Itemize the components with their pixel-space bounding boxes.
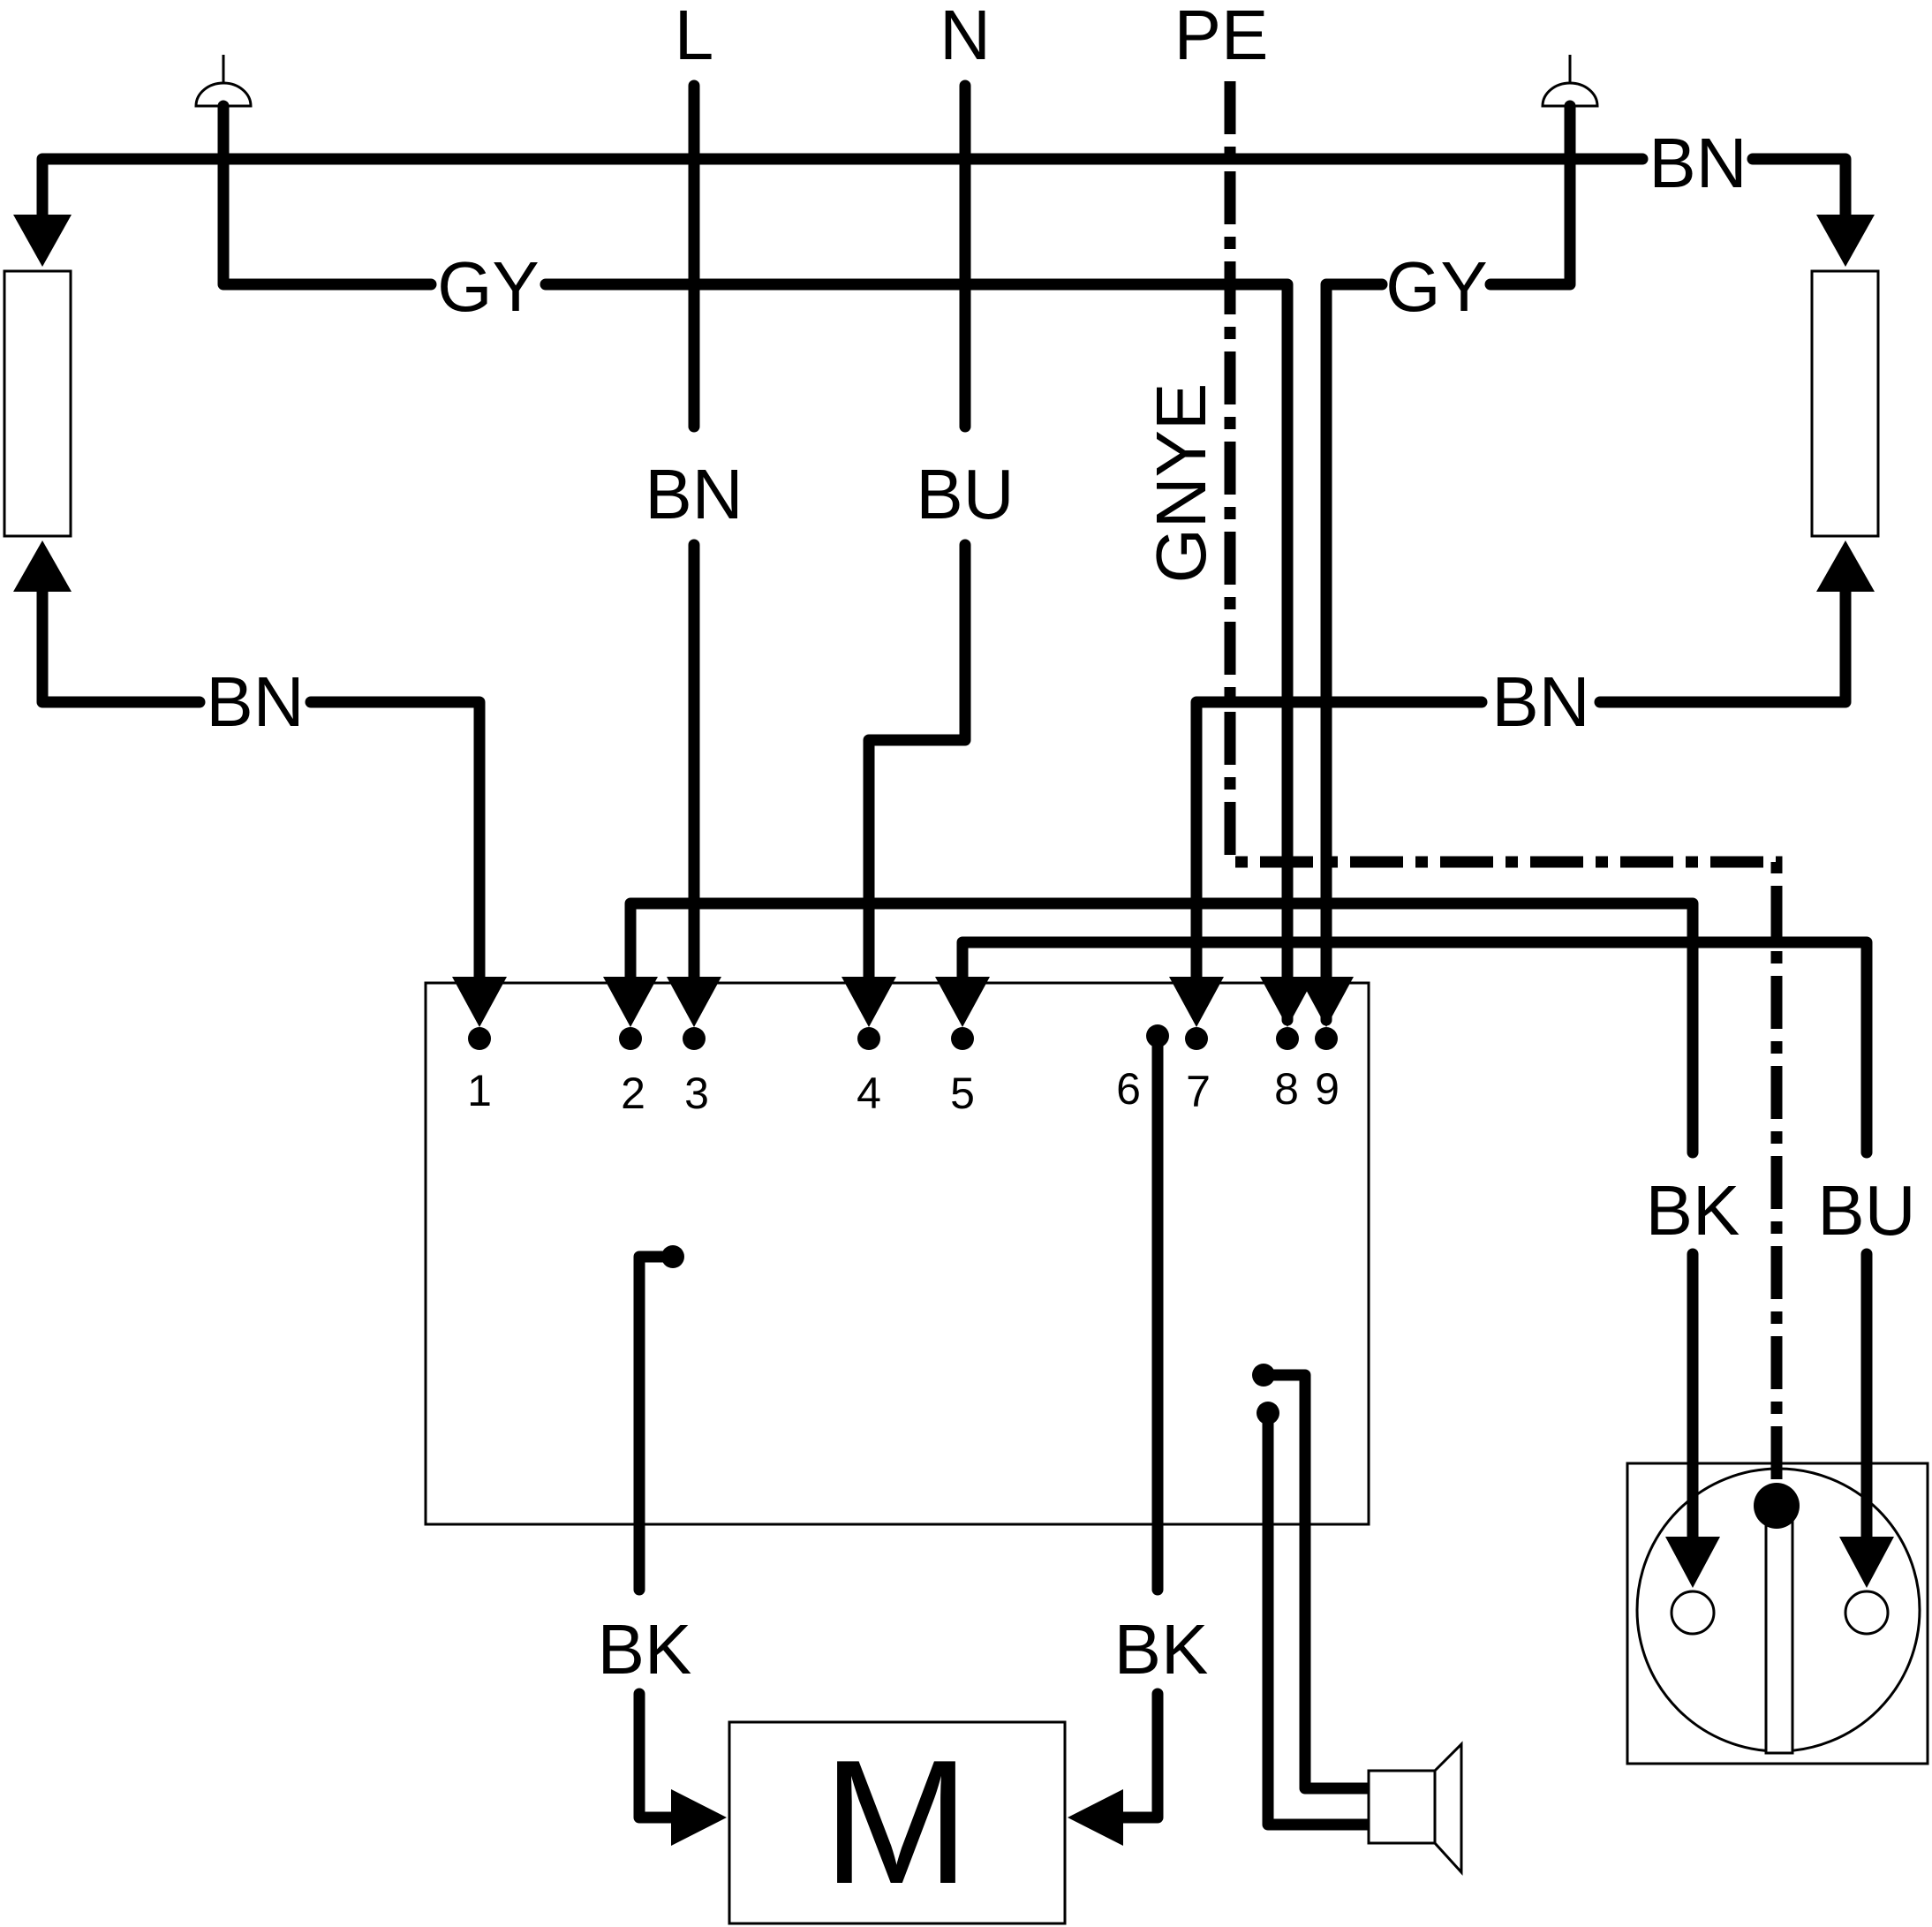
terminal-6: 6 <box>1116 1064 1141 1114</box>
label-bk-motor-left: BK <box>598 1610 692 1689</box>
wire-bn-top-bus <box>36 153 1649 229</box>
buzzer-icon <box>1367 1741 1463 1876</box>
label-bn-left: BN <box>206 662 304 741</box>
label-bk-socket: BK <box>1646 1171 1740 1250</box>
terminal-1: 1 <box>467 1066 492 1115</box>
wire-bn-right-to-7 <box>1190 696 1488 986</box>
label-gnye: GNYE <box>1142 383 1220 584</box>
ground-symbol-left <box>194 55 253 108</box>
wire-bk-socket <box>624 897 1699 1159</box>
terminal-3: 3 <box>684 1069 709 1118</box>
label-pe: PE <box>1174 0 1269 74</box>
wire-gy-left <box>217 100 437 291</box>
motor <box>728 1720 1067 1925</box>
terminal-2: 2 <box>621 1069 645 1118</box>
socket-hole-left <box>1670 1590 1716 1636</box>
wire-bu-socket <box>956 936 1873 1159</box>
terminal-5: 5 <box>950 1069 975 1118</box>
heating-element-left <box>3 269 72 538</box>
label-n: N <box>940 0 991 74</box>
wire-buzzer-2 <box>1262 1409 1375 1831</box>
socket-hole-right <box>1844 1590 1890 1636</box>
wire-bn-top-right <box>1747 153 1852 229</box>
arrowheads <box>13 215 1894 1846</box>
wire-gy-right <box>1484 100 1576 291</box>
label-gy-right: GY <box>1385 247 1488 326</box>
label-bk-motor-right: BK <box>1114 1610 1209 1689</box>
label-bn-right: BN <box>1491 662 1589 741</box>
label-l-bn: BN <box>645 455 743 533</box>
terminal-4: 4 <box>857 1069 881 1118</box>
wire-gy-right-2 <box>1320 278 1388 1026</box>
wire-bn-right-element <box>1594 578 1852 708</box>
wire-pe <box>1224 81 1783 1501</box>
wire-bk-motor-right-2 <box>1113 1688 1164 1824</box>
label-n-bu: BU <box>916 455 1014 533</box>
terminal-9: 9 <box>1315 1064 1340 1114</box>
wire-n-bu <box>863 539 971 986</box>
terminal-8: 8 <box>1274 1064 1299 1114</box>
ground-symbol-right <box>1541 55 1599 108</box>
label-bu-socket: BU <box>1817 1171 1915 1250</box>
terminal-dots <box>468 1024 1800 1529</box>
label-l: L <box>675 0 714 74</box>
wire-bn-left-element <box>36 578 206 708</box>
wire-gy-left-2 <box>540 278 1294 1026</box>
control-board <box>424 981 1370 1526</box>
label-gy-left: GY <box>437 247 540 326</box>
terminal-7: 7 <box>1186 1067 1211 1116</box>
wire-buzzer-1 <box>1257 1369 1375 1795</box>
label-bn-top-right: BN <box>1649 124 1747 202</box>
heating-element-right <box>1810 269 1880 538</box>
wire-bk-motor-left-2 <box>633 1688 682 1824</box>
wire-bn-left-to-1 <box>305 696 486 986</box>
earth-pin <box>1764 1504 1794 1755</box>
motor-label: M <box>823 1724 970 1921</box>
